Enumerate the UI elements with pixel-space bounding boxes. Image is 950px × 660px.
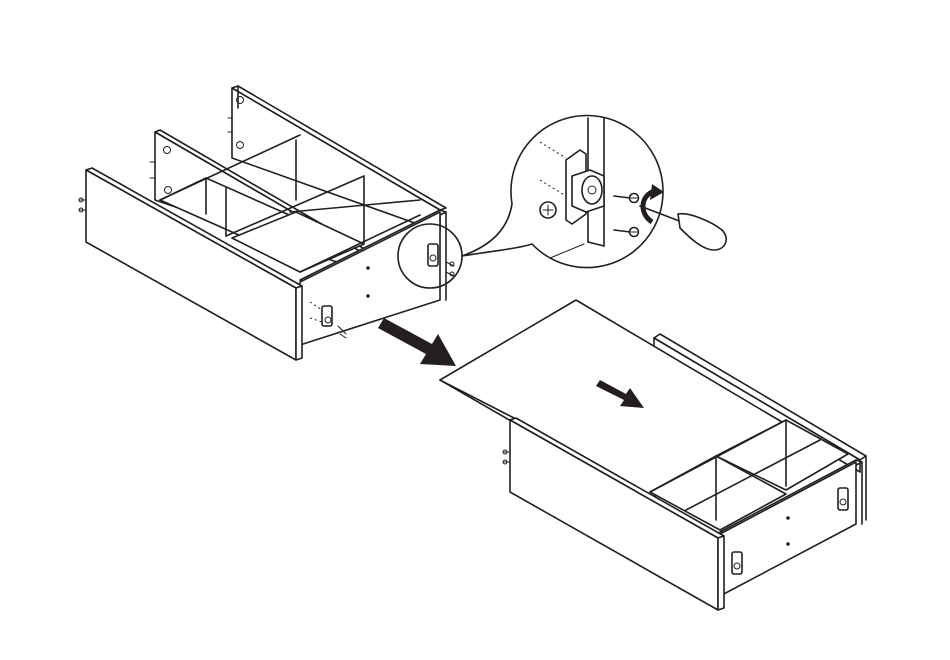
- drawer-frame: [79, 86, 462, 360]
- large-arrow-right-down: [378, 318, 456, 366]
- drawer-with-bottom-panel: [440, 300, 866, 610]
- detail-callout: [462, 116, 726, 268]
- phillips-screwdriver-symbol-icon: [540, 202, 556, 218]
